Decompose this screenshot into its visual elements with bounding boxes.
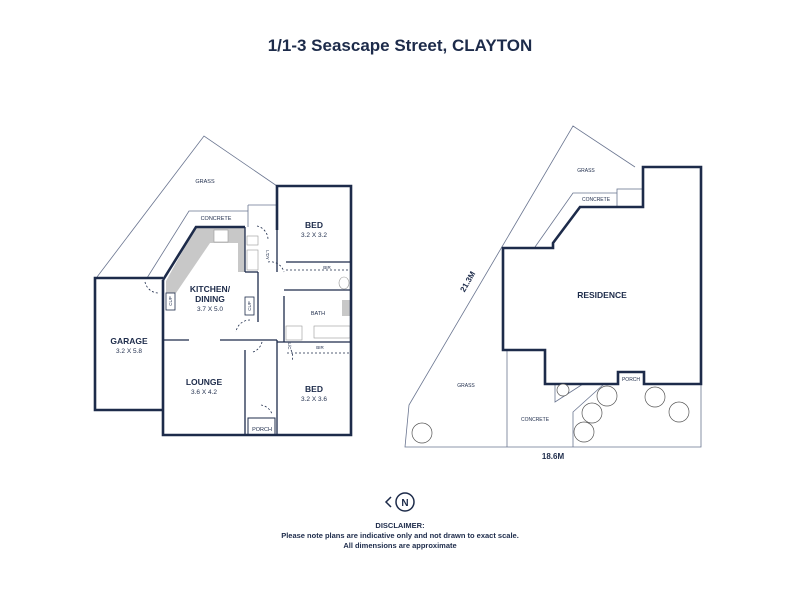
site-grass-label: GRASS: [457, 383, 475, 389]
plan-line: 3.2 X 5.8 3.7 X 5.0 3.6 X 4.2 3.2 X 3.2 …: [116, 232, 327, 403]
porch-label: PORCH: [252, 427, 272, 433]
vanity-icon: [342, 300, 351, 316]
plan-line: GRASS CONCRETE PORCH BATH BIR BIR L'DY C…: [168, 179, 331, 433]
left-boundary-lines: [96, 135, 278, 279]
disclaimer-line2: All dimensions are approximate: [343, 541, 457, 550]
plan-line: [267, 261, 285, 273]
plan-line: [96, 135, 278, 278]
plan-line: [144, 281, 159, 294]
bath-label: BATH: [311, 311, 325, 317]
garage-label: GARAGE: [110, 336, 148, 346]
door-swings: [144, 225, 351, 415]
residence-outline: [501, 165, 703, 386]
kitchen-bench: [166, 227, 245, 293]
bed2-size: 3.2 X 3.6: [301, 396, 327, 403]
plan-line: [572, 383, 605, 447]
site-concrete-label: CONCRETE: [582, 197, 611, 203]
plan-line: GARAGE KITCHEN/ DINING LOUNGE BED BED: [110, 220, 323, 394]
plan-line: [395, 492, 415, 512]
plan-line: [252, 341, 263, 353]
tree-icon: [573, 421, 595, 443]
cupboard-label: CUP: [168, 296, 173, 306]
linen-label: L/C: [287, 342, 292, 350]
disclaimer: DISCLAIMER: Please note plans are indica…: [0, 521, 800, 551]
plan-line: [256, 225, 269, 241]
lounge-label: LOUNGE: [186, 377, 223, 387]
tree-icon: [556, 383, 570, 397]
north-arrow-icon: [384, 492, 415, 512]
plan-line: [93, 276, 163, 412]
plan-line: [384, 496, 392, 508]
plan-line: [260, 404, 273, 415]
tree-icon: [411, 422, 433, 444]
bed1-label: BED: [305, 220, 323, 230]
plan-line: [146, 210, 249, 279]
side-dimension: 21.3M: [458, 270, 477, 294]
plan-line: [404, 125, 702, 448]
outer-walls: [93, 184, 353, 437]
plan-line: [165, 292, 176, 311]
disclaimer-line1: Please note plans are indicative only an…: [281, 531, 519, 540]
disclaimer-heading: DISCLAIMER:: [375, 521, 425, 530]
kitchen-label: KITCHEN/: [190, 284, 231, 294]
north-label: N: [401, 498, 408, 509]
bir-label: BIR: [323, 265, 331, 270]
plan-line: [247, 417, 276, 436]
bir-label: BIR: [316, 345, 324, 350]
plan-line: GRASS CONCRETE GRASS CONCRETE PORCH: [457, 168, 640, 423]
plan-line: [616, 188, 644, 208]
concrete-label: CONCRETE: [201, 216, 232, 222]
cupboard-label: CUP: [247, 301, 252, 311]
tree-icon: [668, 401, 690, 423]
garage-size: 3.2 X 5.8: [116, 348, 142, 355]
residence-label: RESIDENCE: [577, 290, 627, 300]
page-title: 1/1-3 Seascape Street, CLAYTON: [267, 36, 533, 55]
site-concrete-label: CONCRETE: [521, 417, 550, 423]
laundry-tub-icon: [246, 235, 259, 246]
plan-line: [161, 184, 353, 437]
plan-line: [93, 125, 703, 512]
plan-line: [235, 319, 251, 333]
site-grass-label: GRASS: [577, 168, 595, 174]
grass-label: GRASS: [195, 179, 215, 185]
tree-icon: [644, 386, 666, 408]
tree-icon: [581, 402, 603, 424]
dining-label: DINING: [195, 294, 225, 304]
plan-line: [244, 296, 255, 316]
cooktop-icon: [213, 229, 229, 243]
trees: [411, 383, 690, 444]
bed2-label: BED: [305, 384, 323, 394]
bed1-size: 3.2 X 3.2: [301, 232, 327, 239]
laundry-label: L'DY: [265, 250, 270, 260]
washer-icon: [246, 249, 259, 271]
site-porch-label: PORCH: [622, 377, 640, 383]
tree-icon: [596, 385, 618, 407]
plan-line: [534, 192, 617, 248]
plan-line: [290, 349, 294, 362]
interior-walls: [163, 227, 351, 436]
kitchen-size: 3.7 X 5.0: [197, 306, 223, 313]
bottom-dimension: 18.6M: [542, 452, 565, 461]
plan-line: [161, 225, 245, 281]
toilet-icon: [338, 276, 350, 290]
shower-icon: [285, 325, 303, 341]
lounge-size: 3.6 X 4.2: [191, 389, 217, 396]
bathtub-icon: [313, 325, 351, 339]
